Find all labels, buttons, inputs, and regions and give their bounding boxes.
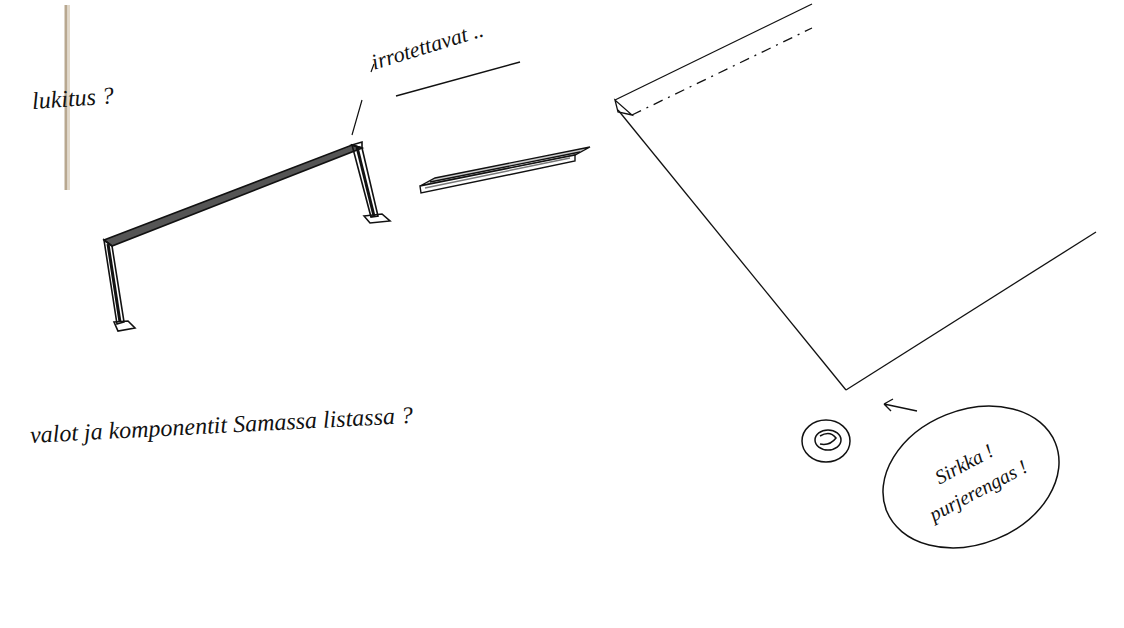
handwritten-note: lukitus ? <box>31 82 115 115</box>
frame-sketch <box>104 142 390 331</box>
handwritten-note: irrotettavat .. <box>368 17 486 76</box>
sail-sketch <box>615 4 1096 390</box>
ellipse-note: Sirkka ! purjerengas ! <box>878 408 1064 546</box>
leader-line <box>352 64 374 135</box>
pointer-arrow <box>884 399 917 411</box>
note-text-holder: Sirkka ! purjerengas ! <box>878 408 1064 546</box>
underline <box>396 62 520 96</box>
ellipse-shape <box>862 381 1081 573</box>
plank-sketch <box>420 147 590 193</box>
handwritten-note: Sirkka ! purjerengas ! <box>904 422 1038 531</box>
handwritten-note: valot ja komponentit Samassa listassa ? <box>29 402 413 449</box>
sail-ring <box>802 420 850 462</box>
